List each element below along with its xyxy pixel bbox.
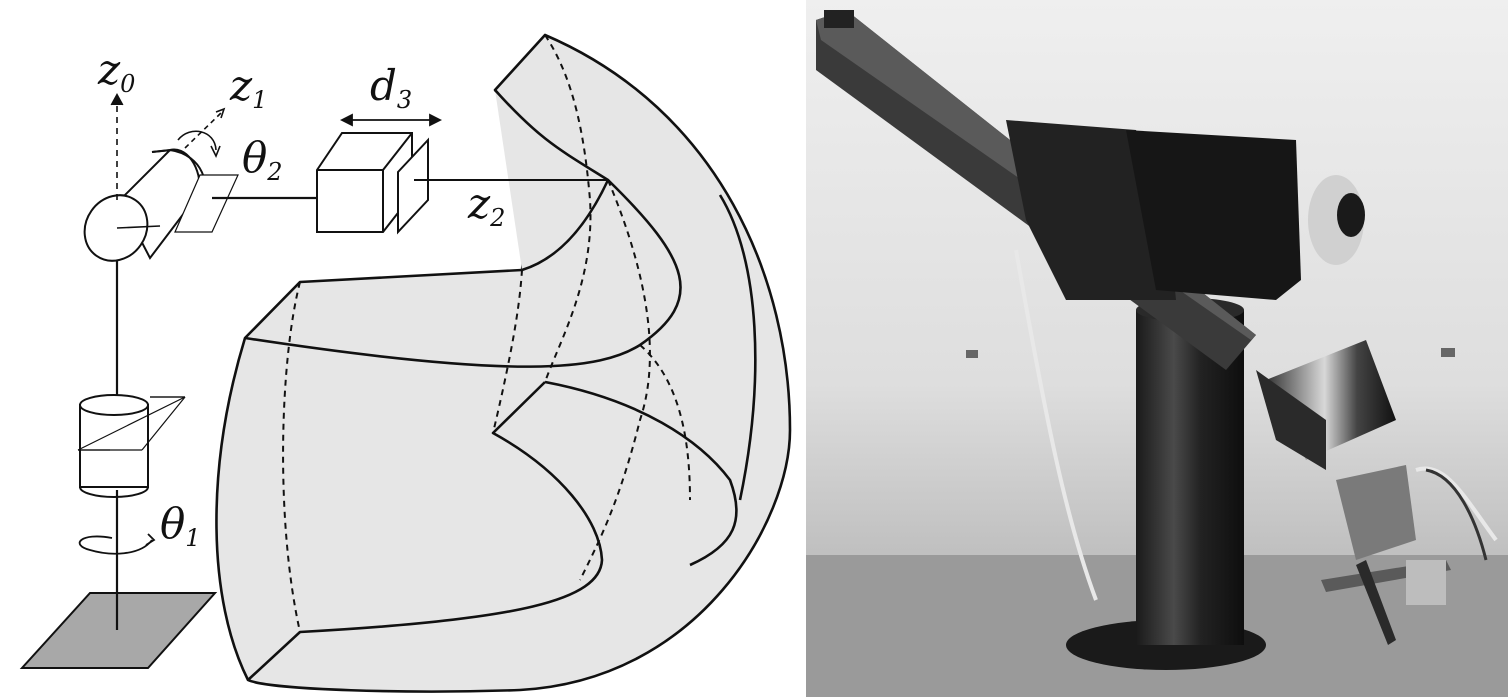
joint2-cylinder bbox=[83, 92, 239, 262]
d3-arrow bbox=[339, 113, 443, 127]
z0-label: z0 bbox=[97, 45, 135, 98]
theta1-label: θ1 bbox=[160, 499, 201, 552]
workspace-lower-band-edge bbox=[544, 380, 738, 567]
joint1-cylinder bbox=[77, 394, 186, 498]
spherical-manipulator-diagram: z0 z1 θ2 d3 z2 θ1 bbox=[19, 33, 792, 693]
workspace-volume bbox=[215, 33, 792, 693]
workspace-right-edge bbox=[718, 194, 757, 501]
theta2-label: θ2 bbox=[242, 133, 283, 186]
robot-photo bbox=[806, 0, 1508, 697]
robot-cables bbox=[1014, 249, 1498, 601]
d3-label: d3 bbox=[370, 61, 412, 114]
base-plate bbox=[19, 592, 218, 669]
robot-wrist-motor bbox=[1256, 340, 1396, 470]
prismatic-joint-box bbox=[316, 132, 429, 235]
z2-label: z2 bbox=[467, 179, 505, 232]
robot-gripper bbox=[1321, 465, 1451, 645]
workspace-outer-shell bbox=[215, 33, 792, 693]
z1-label: z1 bbox=[229, 61, 267, 114]
theta1-rotation-arrow bbox=[78, 533, 156, 555]
workspace-hidden-edges bbox=[282, 34, 691, 633]
workspace-upper-band-edge bbox=[244, 179, 682, 368]
workspace-inner-lower-face bbox=[247, 381, 604, 681]
